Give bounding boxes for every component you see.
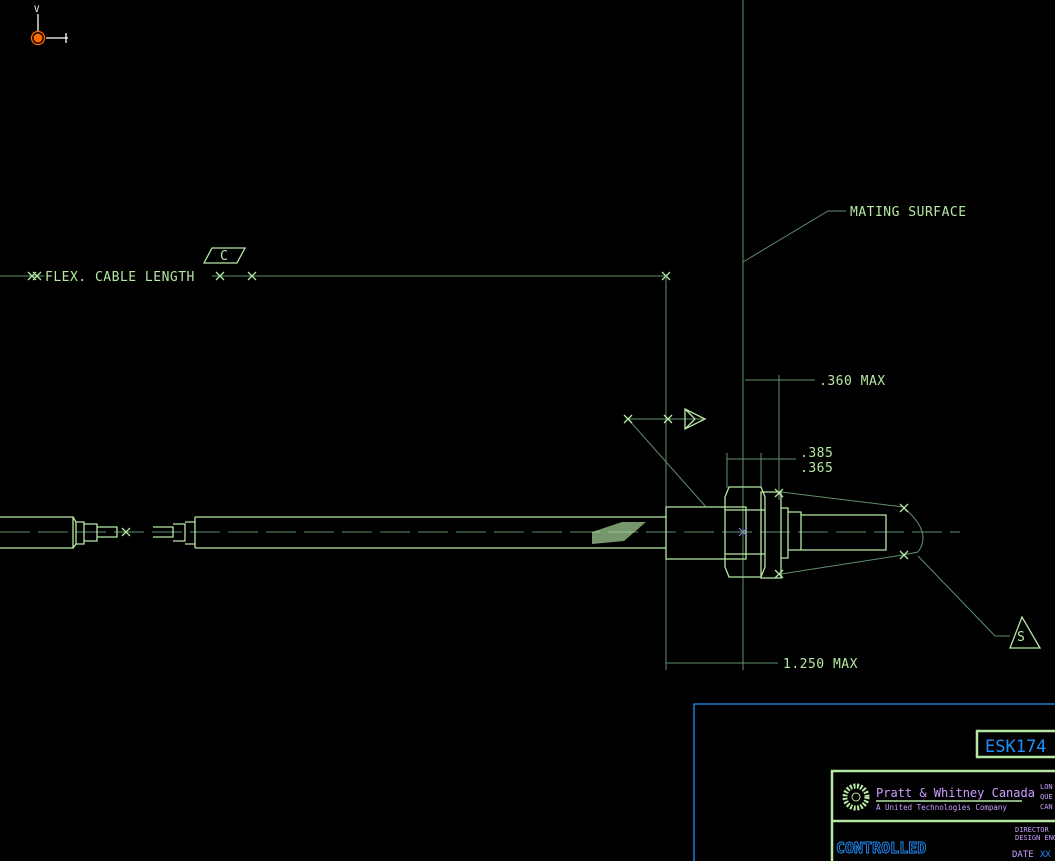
- flex-cable-length-label: FLEX. CABLE LENGTH: [45, 270, 195, 285]
- axis-v-label: V: [34, 5, 40, 15]
- date-value: XX: [1040, 850, 1051, 860]
- mating-surface-leader: MATING SURFACE: [742, 0, 967, 670]
- mating-surface-label: MATING SURFACE: [850, 205, 967, 220]
- datum-s-label: S: [1017, 630, 1025, 645]
- director-label: DIRECTOR: [1015, 826, 1050, 834]
- cable-crimp-hatch: [592, 522, 646, 544]
- parallelogram-ref-box: [202, 247, 247, 264]
- axis-triad-icon: V: [30, 5, 68, 46]
- company-subsidiary: A United Technologies Company: [876, 803, 1007, 812]
- flex-cable-ref: C: [220, 249, 228, 264]
- cable-assembly: [0, 486, 960, 579]
- dim-365: .365: [800, 461, 833, 476]
- address-line-3: CAN: [1040, 803, 1053, 811]
- date-label: DATE: [1012, 850, 1034, 860]
- controlled-status: CONTROLLED: [836, 839, 926, 857]
- dim-385: .385: [800, 446, 833, 461]
- datum-s-symbol: S: [917, 555, 1042, 649]
- address-line-2: QUE: [1040, 793, 1053, 801]
- datum-flag-symbol: [623, 407, 707, 508]
- design-eng-label: DESIGN ENG: [1015, 834, 1055, 842]
- dim-1250-max: 1.250 MAX: [783, 657, 858, 672]
- dim-360-max: .360 MAX: [819, 374, 886, 389]
- company-name: Pratt & Whitney Canada: [876, 786, 1035, 800]
- address-line-1: LON: [1040, 783, 1053, 791]
- title-block: ESK174 Pratt & Whitney Canada A United T…: [693, 703, 1055, 861]
- company-logo: [842, 783, 870, 811]
- flex-cable-dimension: FLEX. CABLE LENGTH C: [0, 247, 671, 285]
- drawing-number: ESK174: [985, 737, 1046, 757]
